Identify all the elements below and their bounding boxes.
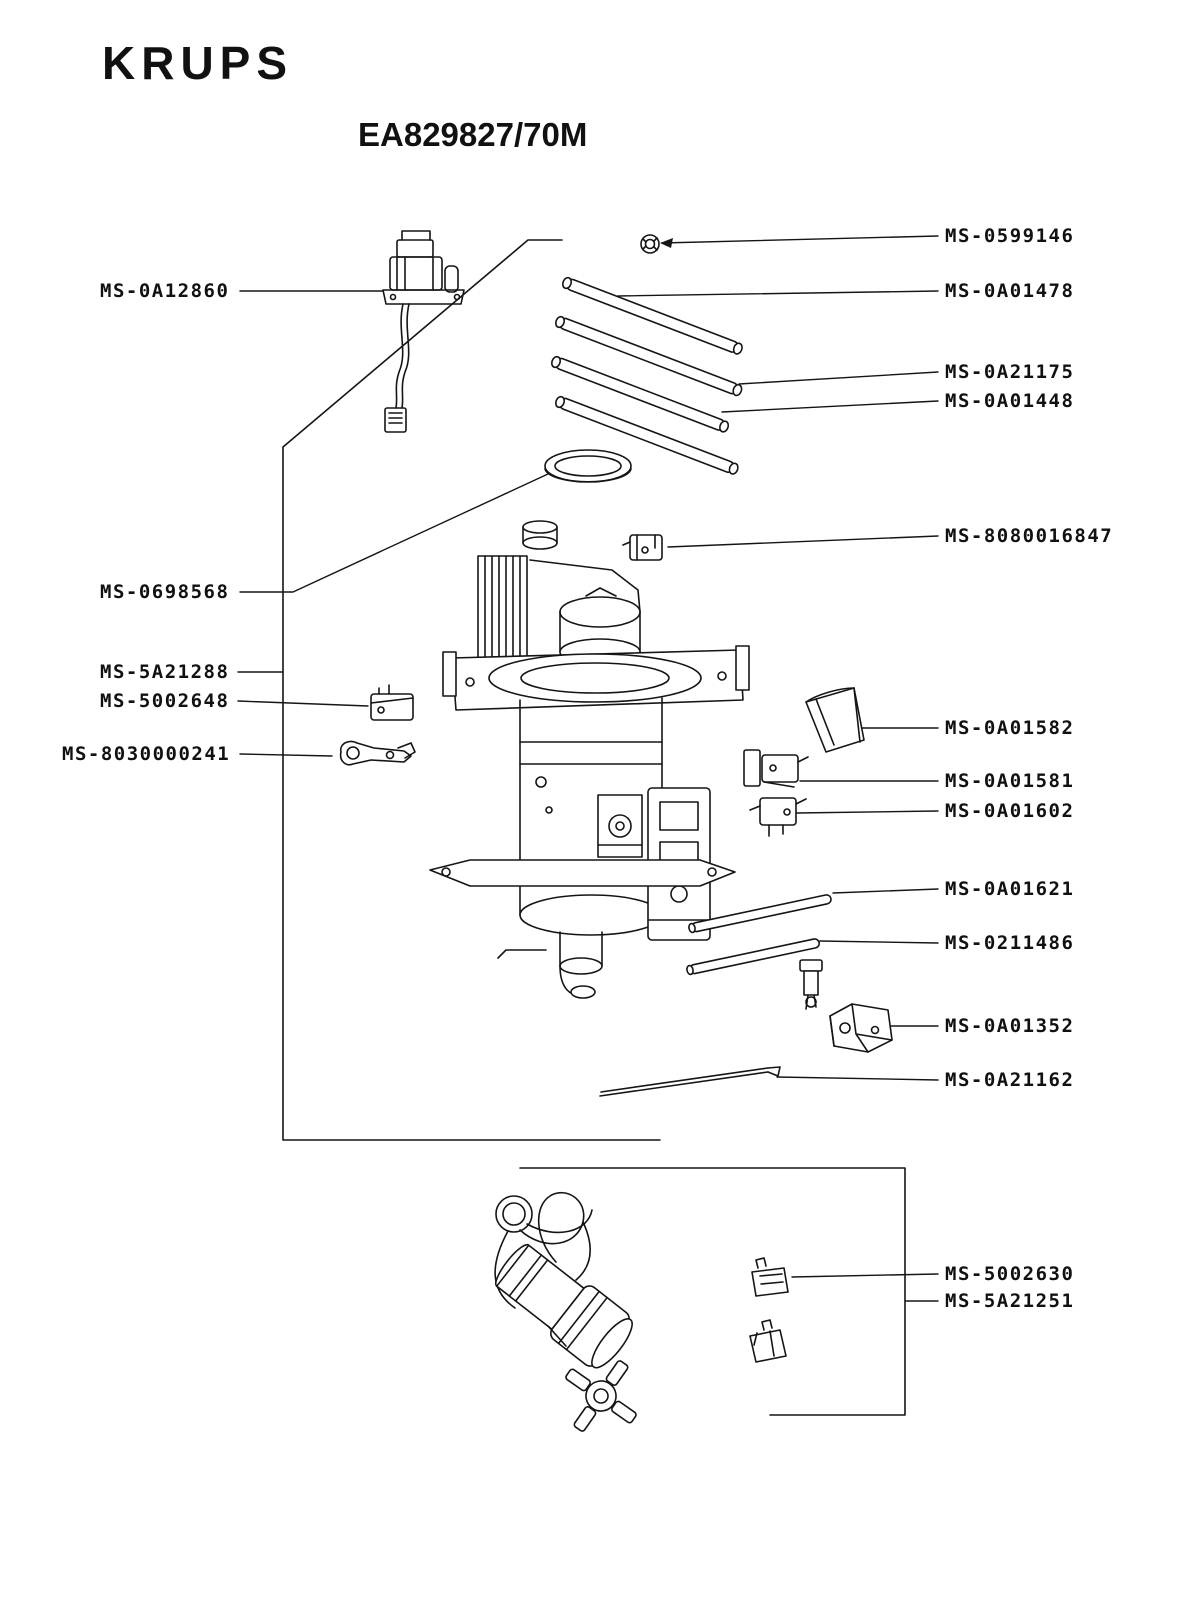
part-label: MS-8080016847 — [945, 525, 1114, 547]
drawing-hose-3 — [550, 355, 730, 433]
drawing-seal-ring — [544, 449, 632, 483]
drawing-valve-block — [622, 534, 663, 561]
part-label: MS-0A21175 — [945, 361, 1075, 383]
drawing-thin-pipe — [599, 1066, 781, 1097]
drawing-clip-1 — [751, 1257, 789, 1297]
part-label: MS-0211486 — [945, 932, 1075, 954]
part-label: MS-5A21288 — [100, 661, 230, 683]
leader-lines — [237, 235, 939, 1302]
drawing-switch-1 — [743, 749, 809, 788]
drawing-hose-6 — [686, 938, 821, 976]
part-label: MS-0698568 — [100, 581, 230, 603]
part-label: MS-0A01581 — [945, 770, 1075, 792]
drawing-switch-2 — [749, 797, 807, 837]
brand-logo: KRUPS — [102, 37, 294, 89]
part-label: MS-0A01448 — [945, 390, 1075, 412]
part-label: MS-0A01478 — [945, 280, 1075, 302]
group-bracket-main — [282, 239, 661, 1141]
drawing-hose-2 — [554, 315, 743, 397]
part-label: MS-0A01582 — [945, 717, 1075, 739]
part-label: MS-0A01352 — [945, 1015, 1075, 1037]
part-label: MS-5002630 — [945, 1263, 1075, 1285]
part-label: MS-5A21251 — [945, 1290, 1075, 1312]
part-label: MS-0A01602 — [945, 800, 1075, 822]
drawing-hose-5 — [688, 894, 832, 934]
drawing-clip-2 — [749, 1319, 787, 1363]
part-label: MS-0599146 — [945, 225, 1075, 247]
part-label: MS-0A01621 — [945, 878, 1075, 900]
group-bracket-pump — [519, 1167, 906, 1416]
drawing-microswitch — [370, 684, 414, 721]
part-label: MS-8030000241 — [62, 743, 231, 765]
part-label: MS-0A21162 — [945, 1069, 1075, 1091]
leader-arrow — [660, 238, 673, 248]
drawing-bracket-arm — [339, 740, 416, 766]
part-label: MS-0A12860 — [100, 280, 230, 302]
drawing-hose-1 — [561, 276, 743, 355]
drawing-nut — [640, 234, 660, 254]
part-label: MS-5002648 — [100, 690, 230, 712]
drawing-hose-4 — [554, 395, 739, 475]
drawing-pump-assembly — [494, 1191, 637, 1432]
drawing-bracket-2 — [829, 1003, 893, 1053]
drawing-funnel — [805, 687, 865, 753]
drawing-solenoid-assembly — [382, 230, 465, 433]
model-number: EA829827/70M — [358, 116, 588, 153]
drawing-main-assembly — [429, 520, 750, 999]
drawing-thermal-fuse — [799, 959, 823, 1010]
